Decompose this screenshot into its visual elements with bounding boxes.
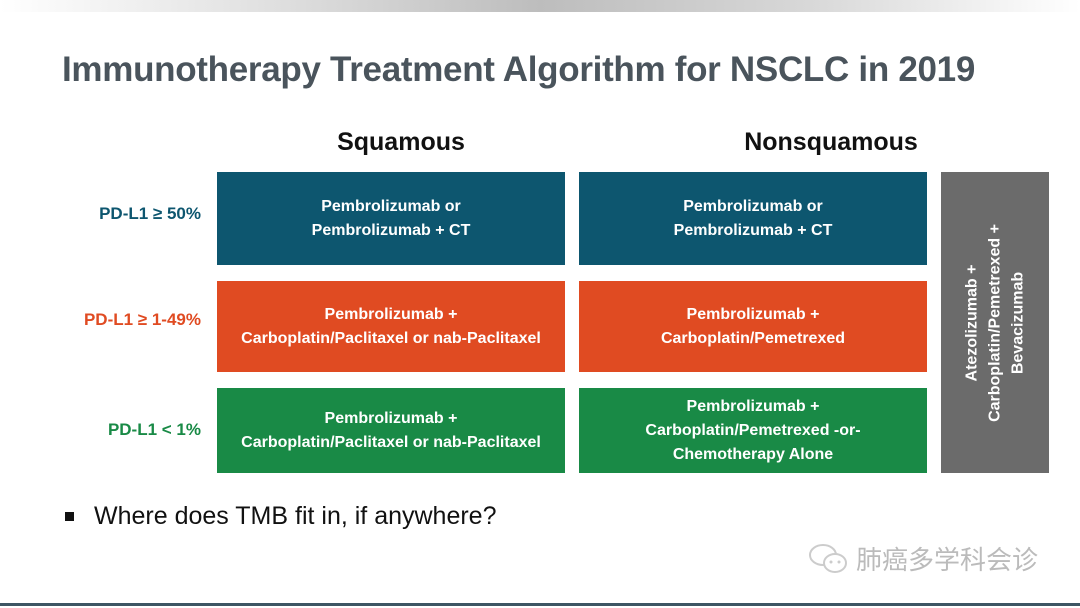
cell-low-nonsquamous: Pembrolizumab +Carboplatin/Pemetrexed -o…: [579, 388, 927, 473]
row-label-low: PD-L1 < 1%: [107, 420, 201, 439]
cell-mid-nonsquamous: Pembrolizumab +Carboplatin/Pemetrexed: [579, 281, 927, 372]
top-decor-bar: [0, 0, 1080, 12]
watermark: 肺癌多学科会诊: [808, 540, 1038, 577]
row-label-mid: PD-L1 ≥ 1-49%: [83, 310, 201, 329]
wechat-icon: [809, 543, 847, 573]
slide-title: Immunotherapy Treatment Algorithm for NS…: [62, 50, 975, 89]
column-header-squamous: Squamous: [337, 128, 465, 156]
bullet-square-icon: [65, 512, 74, 521]
row-label-high: PD-L1 ≥ 50%: [99, 204, 201, 223]
bullet-point: Where does TMB fit in, if anywhere?: [65, 502, 497, 531]
cell-low-squamous: Pembrolizumab +Carboplatin/Paclitaxel or…: [217, 388, 565, 473]
atezolizumab-side-box: Atezolizumab +Carboplatin/Pemetrexed +Be…: [941, 172, 1049, 473]
column-header-nonsquamous: Nonsquamous: [744, 128, 918, 156]
cell-mid-squamous: Pembrolizumab +Carboplatin/Paclitaxel or…: [217, 281, 565, 372]
bottom-rule: [0, 603, 1080, 606]
